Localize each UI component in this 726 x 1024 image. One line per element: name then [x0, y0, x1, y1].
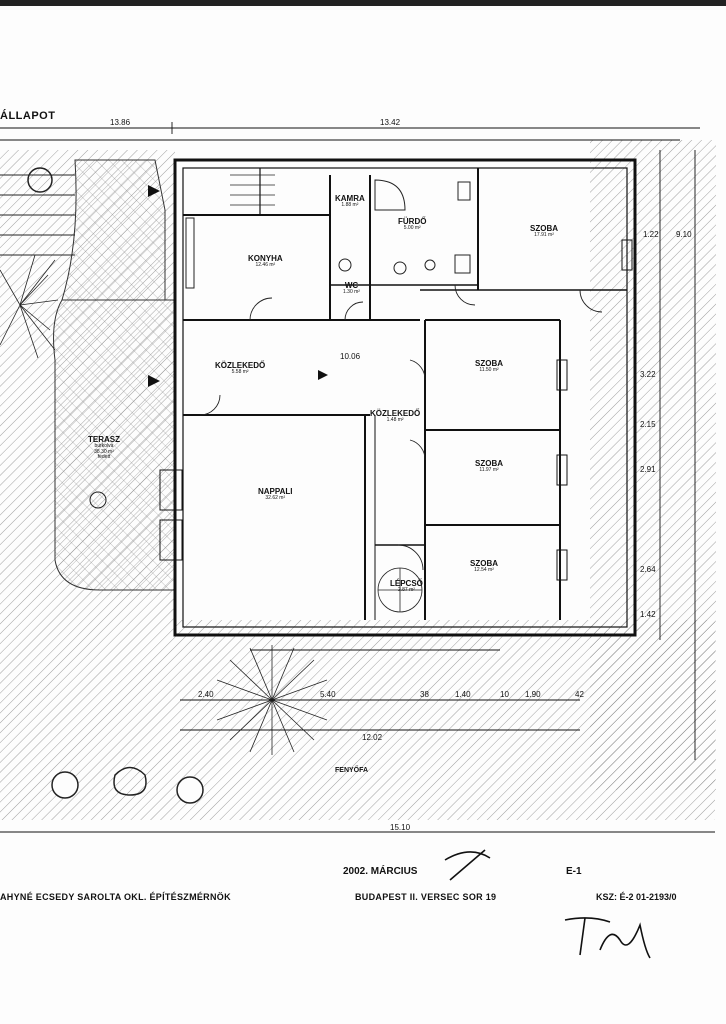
entry-steps	[0, 174, 75, 256]
room-furdo: FÜRDŐ 5.00 m²	[398, 217, 427, 232]
room-szoba-2-area: 11.50 m²	[479, 367, 499, 374]
top-border	[0, 0, 726, 6]
room-szoba-1: SZOBA 17.91 m²	[530, 224, 558, 239]
plan-title: ÁLLAPOT	[0, 110, 56, 122]
dim-right-6: 2.64	[640, 565, 656, 574]
room-konyha-area: 12.46 m²	[255, 262, 276, 269]
dimension-lines	[0, 122, 715, 833]
room-kozlekedo-1-area: 5.58 m²	[231, 369, 249, 376]
room-nappali: NAPPALI 32.62 m²	[258, 487, 293, 502]
room-kozlekedo-2-area: 1.48 m²	[386, 417, 404, 424]
tree-bottom	[212, 645, 332, 755]
spiral-stair	[377, 567, 423, 613]
dim-right-5: 2.15	[640, 420, 656, 429]
fence-label: FENYŐFA	[335, 767, 369, 774]
room-szoba-4-area: 12.54 m²	[474, 567, 494, 574]
room-szoba-3: SZOBA 11.97 m²	[475, 459, 503, 474]
room-kozlekedo-1: KÖZLEKEDŐ 5.58 m²	[215, 361, 266, 376]
room-szoba-4: SZOBA 12.54 m²	[470, 559, 498, 574]
bath-fixtures	[338, 179, 471, 275]
bush-symbol	[27, 167, 53, 193]
room-wc-name: WC	[344, 281, 359, 290]
dim-bottom-total: 12.02	[362, 733, 383, 742]
room-szoba-4-name: SZOBA	[470, 559, 498, 568]
signature	[444, 849, 651, 959]
room-kozlekedo-2: KÖZLEKEDŐ 1.48 m²	[370, 409, 421, 424]
room-terasz-name: TERASZ	[88, 435, 120, 444]
room-szoba-1-area: 17.91 m²	[534, 232, 554, 239]
kitchen-counter	[185, 217, 195, 289]
dim-top-main: 13.42	[380, 118, 401, 127]
room-szoba-3-name: SZOBA	[475, 459, 503, 468]
room-szoba-3-area: 11.97 m²	[479, 467, 499, 474]
dim-chain-6: 1.90	[525, 690, 541, 699]
entry-arrow-terrace	[148, 375, 160, 387]
dim-chain-2: 5.40	[320, 690, 336, 699]
hall-arrow	[318, 370, 328, 380]
terrace-symbol	[89, 491, 107, 509]
terrace-paving	[53, 299, 176, 591]
room-wc-area: 1.30 m²	[343, 289, 360, 296]
right-windows	[556, 239, 633, 581]
dim-chain-5: 10	[500, 690, 509, 699]
door-swings	[199, 284, 603, 571]
dim-right-1: 1.22	[643, 230, 659, 239]
date-label: 2002. MÁRCIUS	[343, 866, 418, 877]
dim-chain-1: 2.40	[198, 690, 214, 699]
room-kamra-name: KAMRA	[335, 194, 365, 203]
room-lepcso-area: 2.87 m²	[397, 587, 415, 594]
dim-top-left: 13.86	[110, 118, 131, 127]
dim-chain-3: 38	[420, 690, 429, 699]
architect-address: BUDAPEST II. VERSEC SOR 19	[355, 892, 497, 902]
room-terasz-area: 38.30 m²	[94, 448, 114, 455]
room-konyha: KONYHA 12.46 m²	[248, 254, 283, 269]
room-kozlekedo-2-name: KÖZLEKEDŐ	[370, 409, 421, 418]
room-nappali-area: 32.62 m²	[265, 495, 286, 502]
sheet-number: E-1	[566, 866, 582, 877]
dim-chain-4: 1.40	[455, 690, 471, 699]
entry-paving	[61, 159, 166, 301]
room-konyha-name: KONYHA	[248, 254, 283, 263]
room-terasz-line1: burkolva	[94, 443, 114, 450]
entry-arrow-top	[148, 185, 160, 197]
room-furdo-area: 5.00 m²	[403, 225, 421, 232]
terrace-openings	[159, 469, 183, 561]
tree-left	[0, 254, 59, 359]
room-wc: WC 1.30 m²	[343, 281, 360, 296]
room-kamra: KAMRA 1.88 m²	[335, 194, 365, 209]
room-kamra-area: 1.88 m²	[341, 202, 359, 209]
bushes-bottom	[51, 766, 204, 804]
dim-right-4: 2.91	[640, 465, 656, 474]
dim-bottom-overall: 15.10	[390, 823, 411, 832]
room-terasz: TERASZ burkolva 38.30 m² fedett	[88, 435, 120, 460]
dim-chain-7: 42	[575, 690, 584, 699]
room-lepcso-name: LÉPCSŐ	[390, 579, 423, 588]
room-terasz-line3: fedett	[97, 453, 111, 460]
room-szoba-1-name: SZOBA	[530, 224, 558, 233]
room-nappali-name: NAPPALI	[258, 487, 293, 496]
dim-hall: 10.06	[340, 352, 361, 361]
dim-right-7: 1.42	[640, 610, 656, 619]
building-walls	[173, 158, 637, 637]
room-szoba-2: SZOBA 11.50 m²	[475, 359, 503, 374]
license-number: KSZ: É-2 01-2193/0	[596, 892, 677, 902]
room-szoba-2-name: SZOBA	[475, 359, 503, 368]
room-kozlekedo-1-name: KÖZLEKEDŐ	[215, 361, 266, 370]
room-lepcso: LÉPCSŐ 2.87 m²	[390, 579, 423, 594]
dim-right-3: 3.22	[640, 370, 656, 379]
room-furdo-name: FÜRDŐ	[398, 217, 427, 226]
corner-stair	[230, 174, 275, 206]
dim-right-2: 9.10	[676, 230, 692, 239]
architect-name: AHYNÉ ECSEDY SAROLTA OKL. ÉPÍTÉSZMÉRNÖK	[0, 892, 231, 902]
